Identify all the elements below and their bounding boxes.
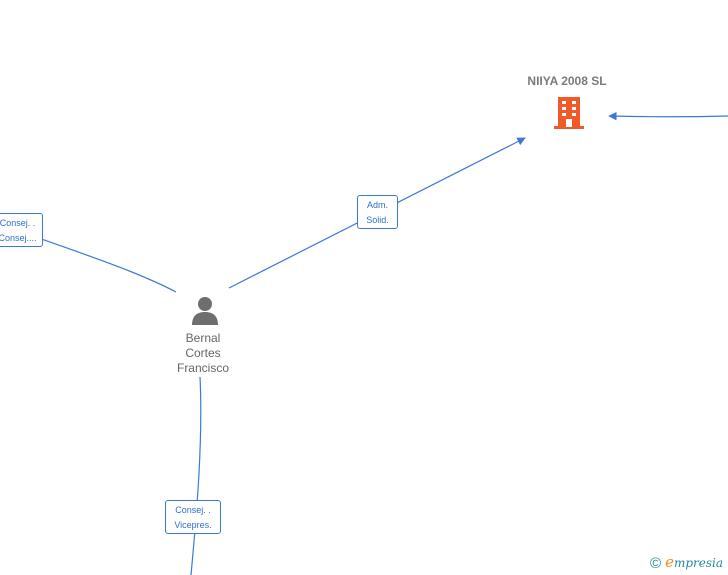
brand-first-letter: e [665, 553, 674, 571]
edge-label-consej-vicepres[interactable]: Consej. . Vicepres. [165, 500, 221, 534]
edge-label-line: Solid. [366, 215, 389, 225]
edge-label-line: Consej. . [175, 505, 211, 515]
edge-label-line: Consej. . [0, 218, 36, 228]
edge-label-line: Consej.... [0, 233, 37, 243]
copyright-symbol: © [650, 555, 662, 572]
edge-consej-vicepres [190, 376, 202, 575]
edge-label-adm-solid[interactable]: Adm. Solid. [357, 195, 398, 229]
person-name[interactable]: Bernal Cortes Francisco [163, 331, 243, 376]
edge-label-line: Vicepres. [174, 520, 212, 530]
person-name-line: Francisco [176, 361, 229, 375]
empresia-logo: ©empresia [650, 553, 723, 573]
building-icon[interactable] [553, 95, 585, 131]
company-name[interactable]: NIIYA 2008 SL [527, 74, 607, 88]
brand-name: mpresia [673, 556, 724, 570]
edge-offscreen-company [608, 111, 728, 121]
person-name-line: Cortes [185, 346, 221, 360]
person-name-line: Bernal [185, 331, 221, 345]
edge-label-consej-left[interactable]: Consej. . Consej.... [0, 213, 43, 247]
edge-label-line: Adm. [366, 200, 388, 210]
person-icon[interactable] [190, 295, 220, 325]
